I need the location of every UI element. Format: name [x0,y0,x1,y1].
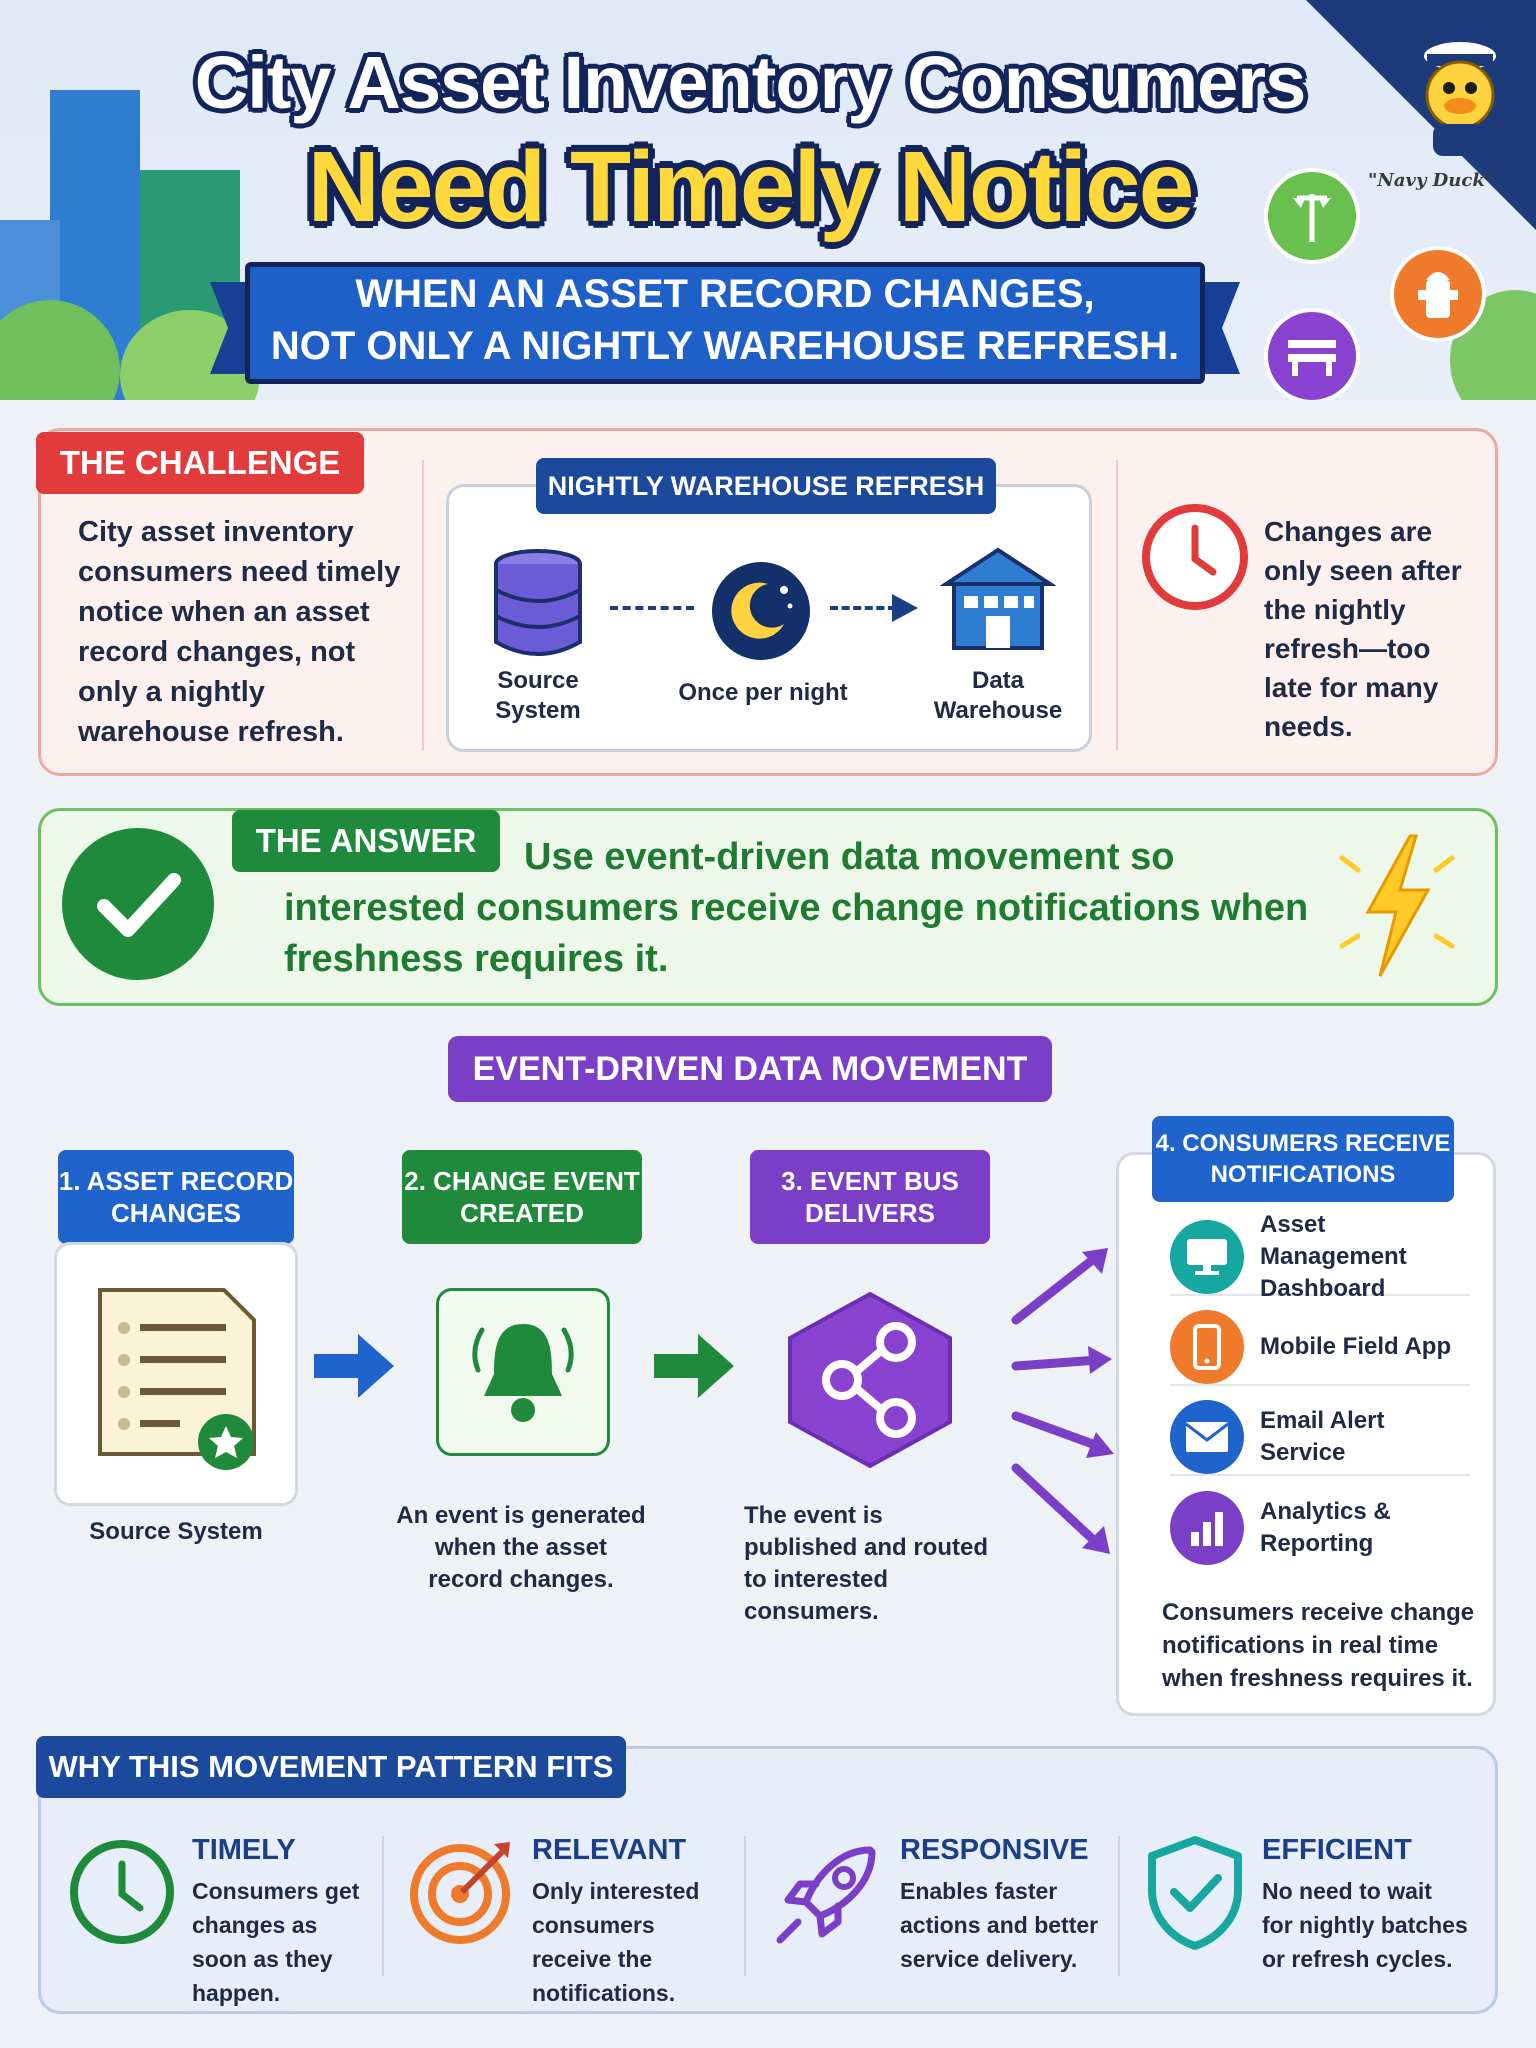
subtitle-line-2: NOT ONLY A NIGHTLY WAREHOUSE REFRESH. [270,324,1180,368]
document-icon [98,1288,256,1470]
step-3-label: 3. EVENT BUS DELIVERS [750,1150,990,1244]
bench-icon [1288,340,1336,376]
bell-icon [472,1324,574,1422]
streetlight-icon [1293,194,1331,242]
frequency-label: Once per night [678,679,848,706]
step-3-caption: The event is published and routed to int… [744,1502,988,1625]
shield-check-icon [1148,1836,1242,1950]
consumer-label: Email Alert Service [1260,1407,1385,1466]
arrow-head-icon [892,594,918,622]
warehouse-icon [940,547,1056,650]
answer-description: Use event-driven data movement so intere… [284,836,1309,980]
hydrant-badge [1390,246,1486,342]
step-1-caption: Source System [89,1518,263,1545]
arrow-blue-icon [314,1334,394,1398]
subtitle-line-1: WHEN AN ASSET RECORD CHANGES, [355,272,1095,316]
step-2-caption: An event is generated when the asset rec… [396,1502,646,1593]
consumer-label: Analytics & Reporting [1260,1498,1391,1557]
consumer-label: Mobile Field App [1260,1333,1452,1360]
benefit-title: RESPONSIVE [900,1834,1089,1866]
subtitle: WHEN AN ASSET RECORD CHANGES, NOT ONLY A… [245,268,1205,372]
subtitle-ribbon [245,262,1205,384]
divider [744,1836,746,1976]
streetlight-badge [1264,168,1360,264]
benefit-text: Only interested consumers receive the no… [532,1878,700,2006]
duck-mascot-icon [1420,38,1500,156]
event-bus-share-icon [788,1291,952,1469]
step-1-label: 1. ASSET RECORD CHANGES [58,1150,294,1244]
step-4-label: 4. CONSUMERS RECEIVE NOTIFICATIONS [1152,1116,1454,1202]
source-system-label: Source System [495,667,581,724]
clock-icon [70,1840,174,1944]
event-flow-label: EVENT-DRIVEN DATA MOVEMENT [448,1036,1052,1102]
bar-chart-icon [1170,1491,1244,1565]
moon-icon [712,562,810,660]
divider [382,1836,384,1976]
divider [1116,460,1118,750]
mobile-phone-icon [1170,1310,1244,1384]
step-4-caption: Consumers receive change notifications i… [1162,1599,1475,1692]
consumer-email-service: Email Alert Service [1170,1400,1470,1476]
mascot-label: "Navy Duck" [1368,170,1495,191]
data-warehouse-label: Data Warehouse [933,667,1063,724]
challenge-consequence: Changes are only seen after the nightly … [1264,516,1462,742]
challenge-label: THE CHALLENGE [36,432,364,494]
nightly-refresh-label: NIGHTLY WAREHOUSE REFRESH [536,458,996,514]
monitor-icon [1170,1220,1244,1294]
bench-badge [1264,308,1360,400]
checkmark-icon [97,873,181,937]
consumer-analytics: Analytics & Reporting [1170,1490,1470,1566]
title-line-2: Need Timely Notice [307,131,1195,243]
benefit-text: Enables faster actions and better servic… [900,1878,1099,1972]
dashed-connector [610,606,694,610]
benefit-title: TIMELY [192,1834,296,1866]
benefit-text: Consumers get changes as soon as they ha… [192,1878,360,2006]
benefit-title: EFFICIENT [1262,1834,1412,1866]
answer-check-badge [62,828,214,980]
envelope-icon [1170,1400,1244,1474]
divider [1118,1836,1120,1976]
challenge-description: City asset inventory consumers need time… [78,516,401,748]
why-label: WHY THIS MOVEMENT PATTERN FITS [36,1736,626,1798]
title-line-1: City Asset Inventory Consumers [194,41,1306,124]
clock-icon [1142,504,1248,610]
fire-hydrant-icon [1418,272,1458,318]
dashed-connector [830,606,896,610]
benefit-text: No need to wait for nightly batches or r… [1262,1878,1468,1972]
consumer-mobile-app: Mobile Field App [1170,1310,1470,1386]
consumer-label: Asset Management Dashboard [1260,1211,1407,1302]
database-icon [494,549,582,656]
rocket-icon [776,1846,876,1944]
target-icon [410,1842,510,1944]
answer-label: THE ANSWER [232,810,500,872]
consumer-dashboard: Asset Management Dashboard [1170,1211,1470,1302]
arrow-green-icon [654,1334,734,1398]
benefit-title: RELEVANT [532,1834,687,1866]
fanout-arrows-icon [1011,1248,1114,1554]
header-banner: "Navy Duck" City Asset Inventory Consume… [0,0,1536,400]
divider [422,460,424,750]
lightning-bolt-icon [1339,834,1455,977]
step-2-label: 2. CHANGE EVENT CREATED [402,1150,642,1244]
